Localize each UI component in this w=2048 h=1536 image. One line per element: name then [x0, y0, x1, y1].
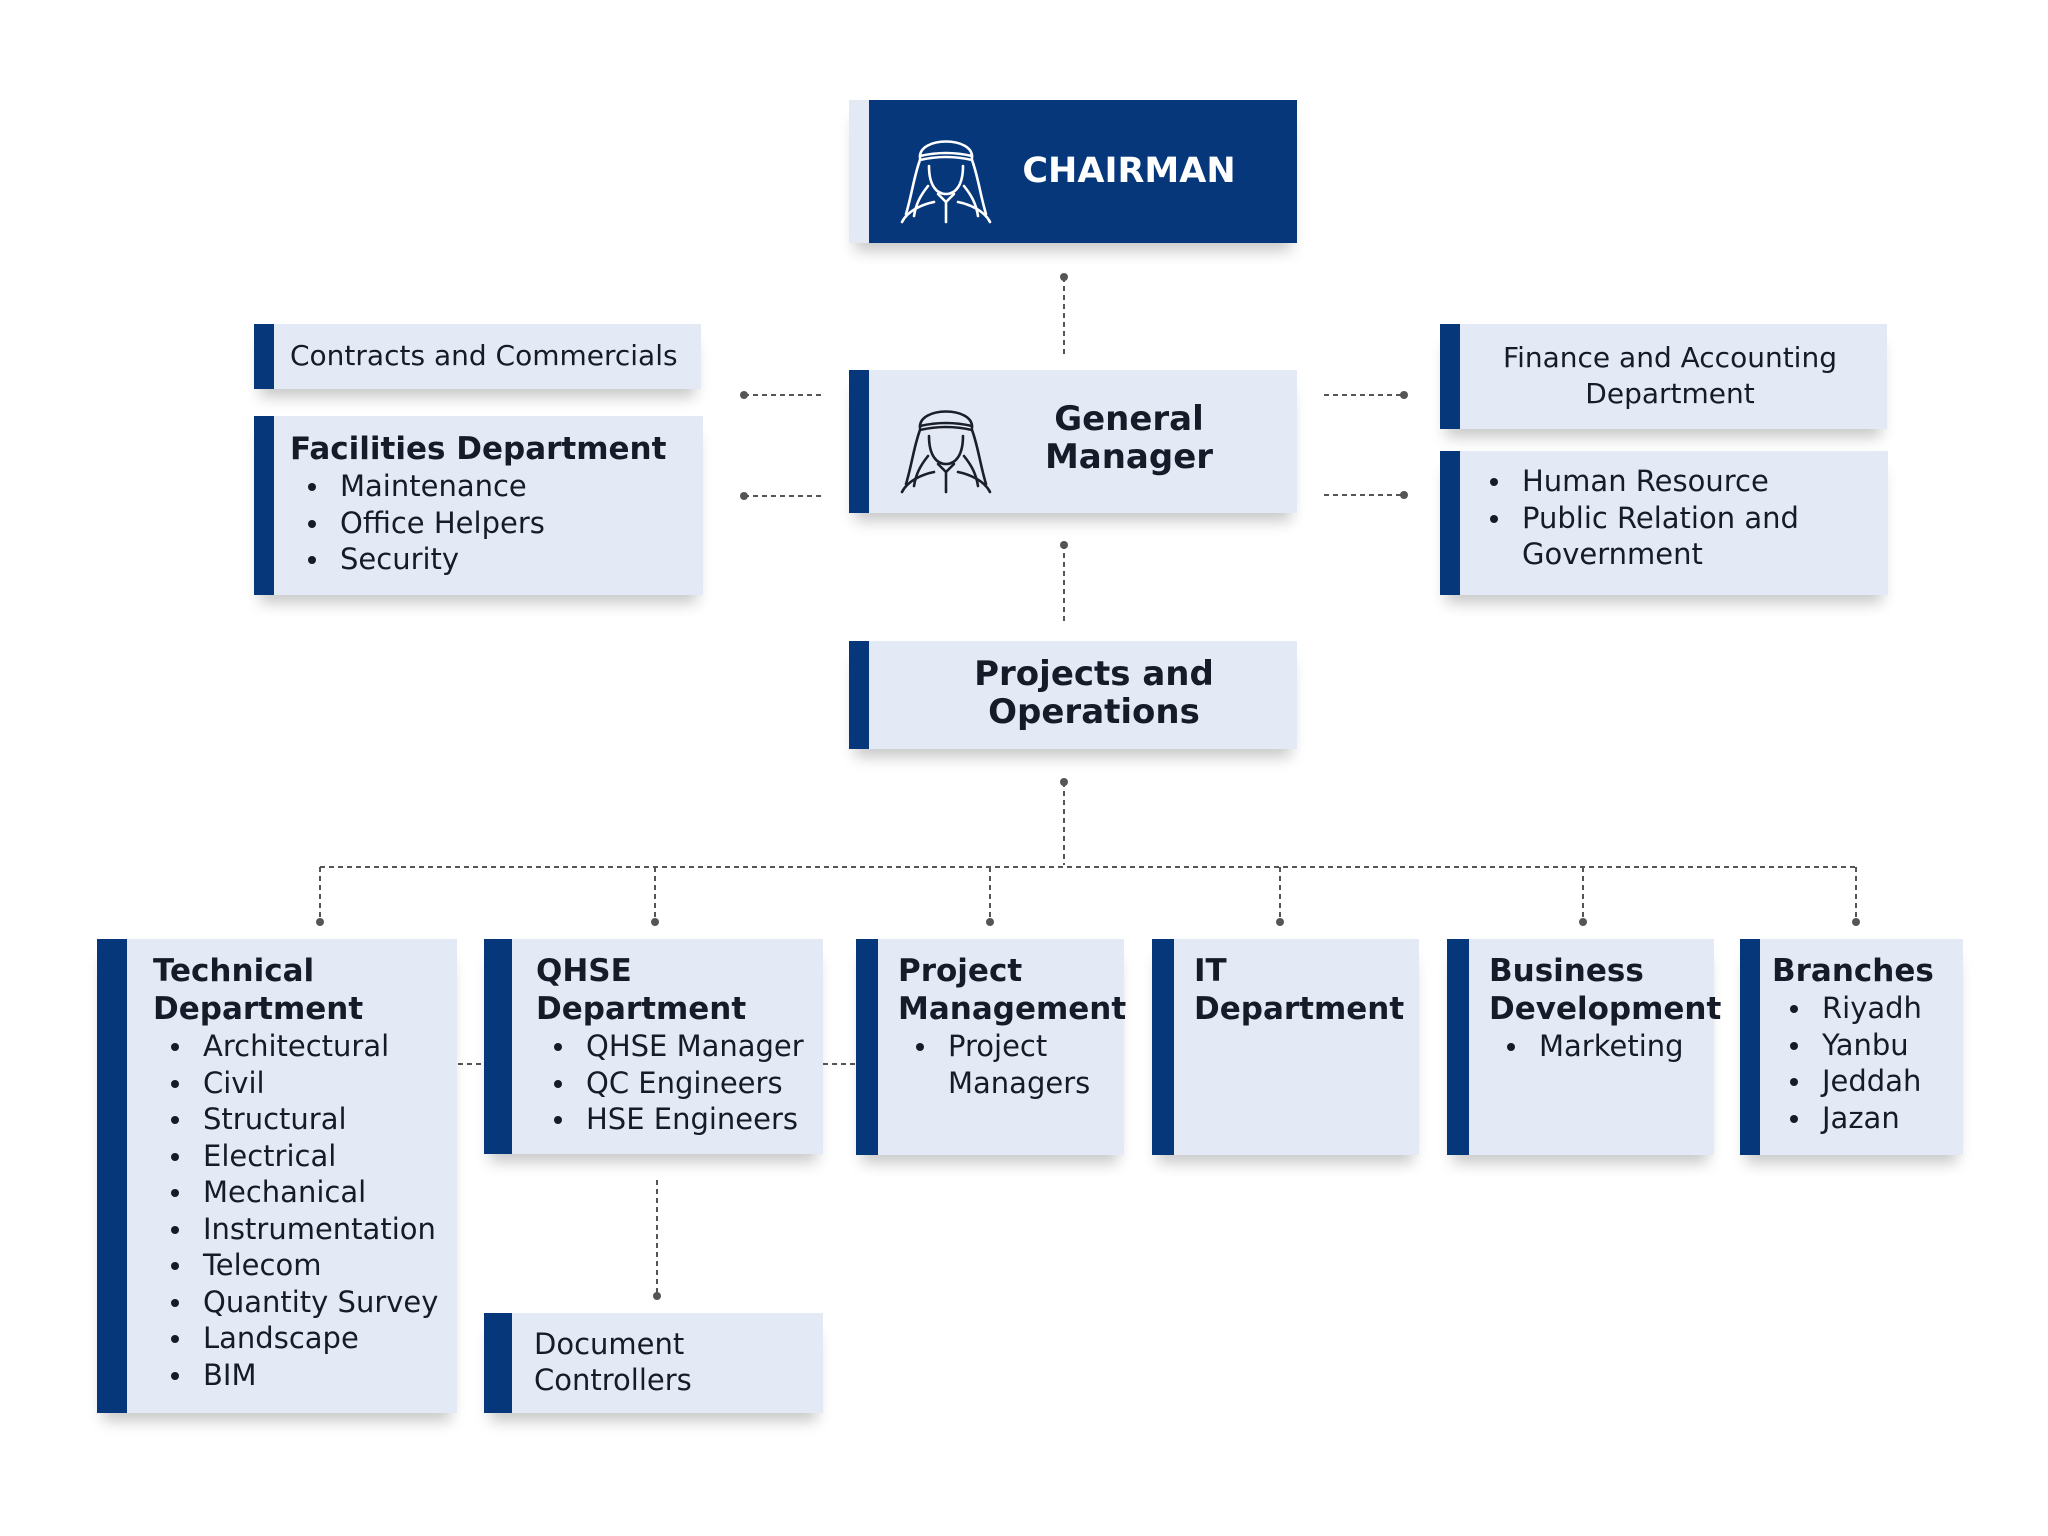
qhse-list: QHSE Manager QC Engineers HSE Engineers	[536, 1028, 823, 1138]
document-controllers-box: Document Controllers	[484, 1313, 823, 1413]
list-item: Human Resource	[1472, 463, 1888, 500]
list-item: Jeddah	[1772, 1063, 1963, 1100]
list-item: Quantity Survey	[153, 1284, 457, 1321]
list-item: Marketing	[1489, 1028, 1714, 1065]
general-manager-box: General Manager	[849, 370, 1297, 513]
accent-bar	[97, 939, 127, 1413]
list-item: QC Engineers	[536, 1065, 823, 1102]
list-item: HSE Engineers	[536, 1101, 823, 1138]
business-development-title: Business Development	[1489, 953, 1722, 1027]
contracts-box: Contracts and Commercials	[254, 324, 701, 389]
technical-list: Architectural Civil Structural Electrica…	[153, 1028, 457, 1393]
branches-list: Riyadh Yanbu Jeddah Jazan	[1772, 990, 1963, 1136]
chairman-title: CHAIRMAN	[1022, 151, 1236, 191]
finance-label: Finance and Accounting Department	[1503, 341, 1837, 410]
accent-bar	[1740, 939, 1760, 1155]
project-management-box: Project Management Project Managers	[856, 939, 1127, 1155]
projects-operations-title: Projects and Operations	[974, 654, 1214, 732]
list-item: Jazan	[1772, 1100, 1963, 1137]
document-controllers-label: Document Controllers	[534, 1327, 692, 1397]
list-item: Instrumentation	[153, 1211, 457, 1248]
list-item: Architectural	[153, 1028, 457, 1065]
business-development-box: Business Development Marketing	[1447, 939, 1722, 1155]
list-item: Mechanical	[153, 1174, 457, 1211]
list-item: QHSE Manager	[536, 1028, 823, 1065]
facilities-box: Facilities Department Maintenance Office…	[254, 416, 703, 595]
hr-box: Human Resource Public Relation and Gover…	[1440, 451, 1888, 595]
business-development-list: Marketing	[1489, 1028, 1714, 1065]
list-item: Security	[290, 541, 703, 578]
list-item: Civil	[153, 1065, 457, 1102]
list-item: Public Relation and Government	[1472, 500, 1822, 573]
list-item: Electrical	[153, 1138, 457, 1175]
it-box: IT Department	[1152, 939, 1419, 1155]
accent-bar	[849, 370, 869, 513]
person-headdress-icon	[900, 410, 992, 494]
branches-box: Branches Riyadh Yanbu Jeddah Jazan	[1740, 939, 1963, 1155]
accent-bar	[254, 416, 274, 595]
list-item: Landscape	[153, 1320, 457, 1357]
list-item: Yanbu	[1772, 1027, 1963, 1064]
branches-title: Branches	[1772, 953, 1934, 989]
accent-bar	[1152, 939, 1174, 1155]
list-item: Project Managers	[898, 1028, 1108, 1101]
it-title: IT Department	[1194, 953, 1405, 1027]
list-item: Structural	[153, 1101, 457, 1138]
accent-bar	[1440, 324, 1460, 429]
accent-bar	[849, 100, 869, 243]
projects-operations-box: Projects and Operations	[849, 641, 1297, 749]
accent-bar	[254, 324, 274, 389]
facilities-list: Maintenance Office Helpers Security	[290, 468, 703, 578]
accent-bar	[1447, 939, 1469, 1155]
project-management-title: Project Management	[898, 953, 1127, 1027]
accent-bar	[1440, 451, 1460, 595]
list-item: Telecom	[153, 1247, 457, 1284]
accent-bar	[484, 939, 512, 1154]
project-management-list: Project Managers	[898, 1028, 1124, 1101]
list-item: Office Helpers	[290, 505, 703, 542]
list-item: Riyadh	[1772, 990, 1963, 1027]
chairman-box: CHAIRMAN	[849, 100, 1297, 243]
list-item: BIM	[153, 1357, 457, 1394]
technical-box: Technical Department Architectural Civil…	[97, 939, 457, 1413]
finance-box: Finance and Accounting Department	[1440, 324, 1887, 429]
hr-list: Human Resource Public Relation and Gover…	[1472, 463, 1888, 573]
accent-bar	[849, 641, 869, 749]
list-item: Maintenance	[290, 468, 703, 505]
technical-title: Technical Department	[153, 953, 364, 1027]
accent-bar	[856, 939, 878, 1155]
qhse-title: QHSE Department	[536, 953, 747, 1027]
facilities-title: Facilities Department	[290, 431, 667, 467]
qhse-box: QHSE Department QHSE Manager QC Engineer…	[484, 939, 823, 1154]
accent-bar	[484, 1313, 512, 1413]
contracts-label: Contracts and Commercials	[290, 339, 678, 372]
person-headdress-icon	[900, 140, 992, 224]
general-manager-title: General Manager	[1044, 399, 1214, 477]
